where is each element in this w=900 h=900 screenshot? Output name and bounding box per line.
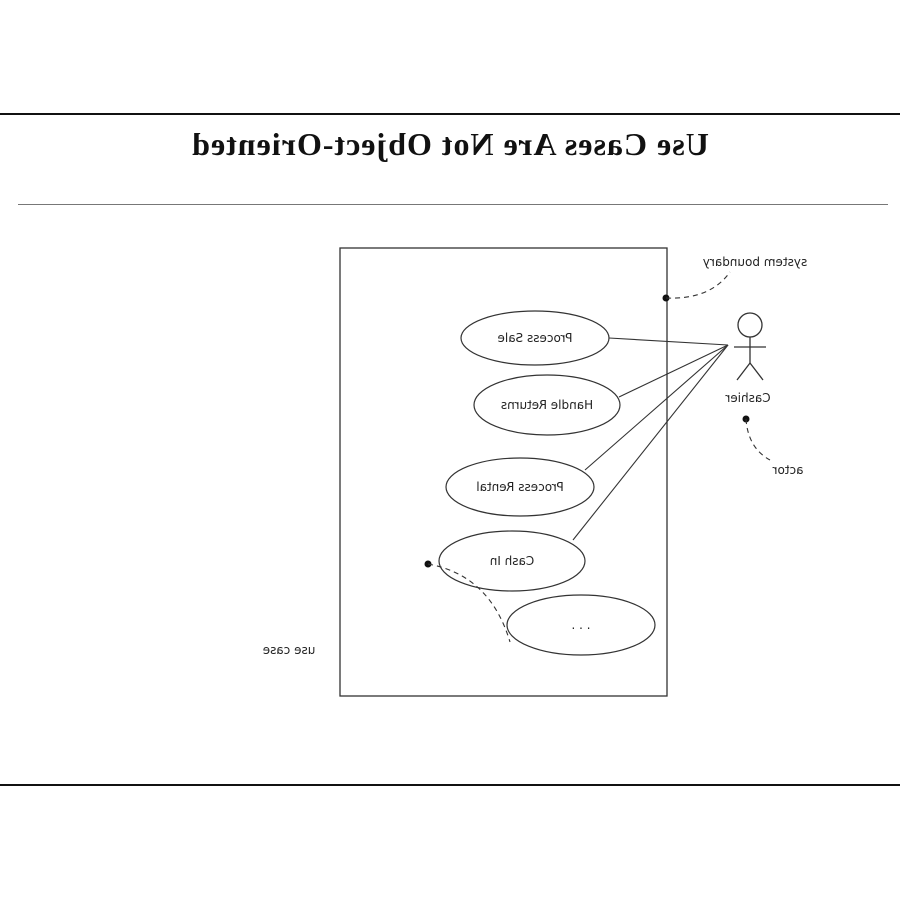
annotation-label: use case: [263, 643, 316, 657]
use-case-more: . . .: [506, 594, 656, 656]
actor-stick-figure: [734, 312, 766, 381]
use-case-label: Process Rental: [476, 480, 564, 494]
annotation-actor: actor: [742, 415, 803, 477]
use-case-process-rental: Process Rental: [445, 457, 595, 517]
use-case-label: Cash In: [490, 554, 535, 568]
use-case-label: Process Sale: [497, 331, 572, 345]
association-handle-returns: [618, 344, 729, 398]
association-process-sale: [608, 337, 729, 346]
annotation-label: system boundary: [703, 255, 807, 269]
actor-name: Cashier: [725, 391, 770, 405]
annotation-label: actor: [772, 463, 803, 477]
use-case-process-sale: Process Sale: [460, 310, 610, 366]
association-process-rental: [584, 344, 729, 471]
use-case-label: . . .: [571, 618, 590, 632]
annotation-system-boundary: system boundary: [662, 255, 807, 302]
system-boundary-box: [339, 247, 668, 697]
slide-frame: [0, 113, 900, 786]
use-case-label: Handle Returns: [501, 398, 593, 412]
use-case-handle-returns: Handle Returns: [473, 374, 621, 436]
title-divider: [18, 204, 888, 205]
association-cash-in: [572, 344, 729, 541]
annotation-use-case: use case: [263, 560, 511, 657]
association-lines: [572, 337, 729, 541]
use-case-cash-in: Cash In: [438, 530, 586, 592]
